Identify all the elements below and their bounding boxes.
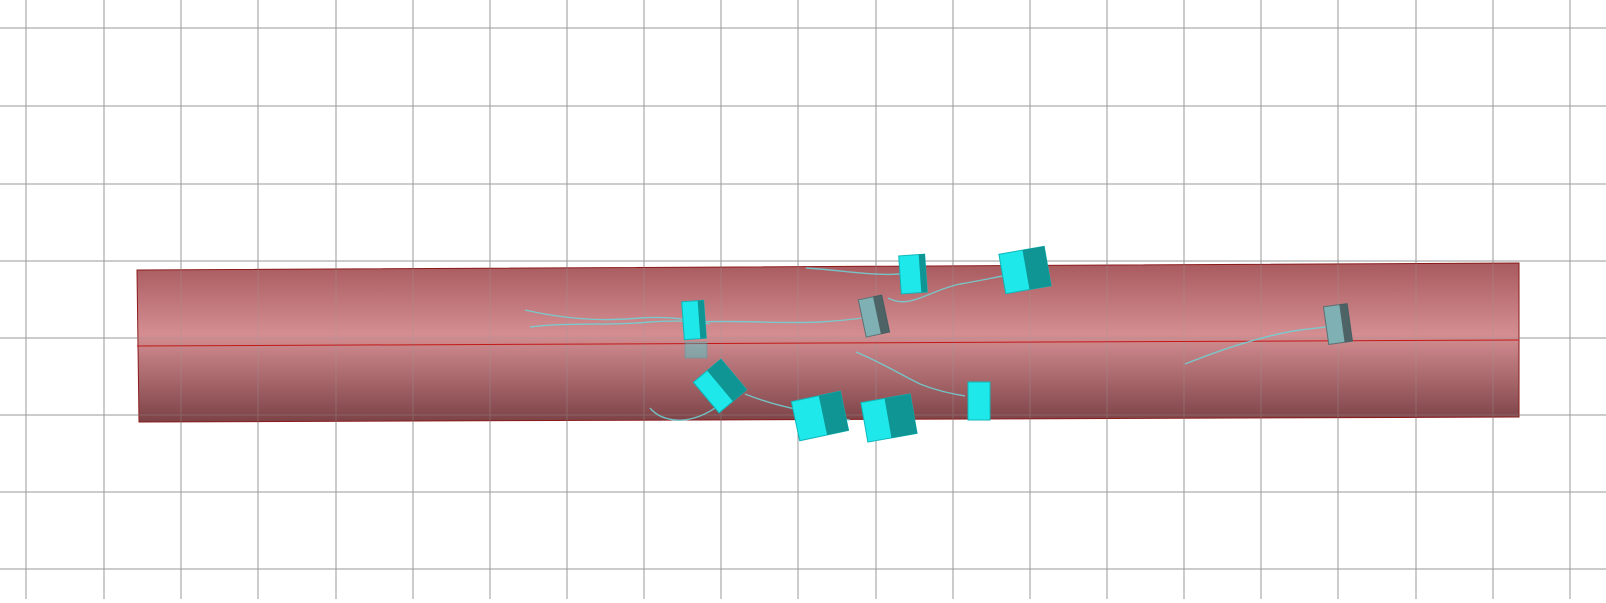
- particle-face: [684, 341, 708, 359]
- particle-trails: [524, 267, 1341, 421]
- particle-side-face: [697, 300, 707, 339]
- particles: [681, 245, 1354, 443]
- tube-axis-line: [136, 339, 1520, 347]
- particle-side-face: [884, 393, 918, 438]
- particle-box: [790, 390, 850, 442]
- particle-box: [684, 341, 708, 359]
- particle-side-face: [1339, 303, 1353, 343]
- particle-box: [998, 245, 1052, 295]
- particle-side-face: [818, 391, 849, 435]
- particle-side-face: [918, 254, 928, 293]
- particle-box: [898, 253, 928, 295]
- particle-box: [681, 299, 707, 341]
- particle-trail: [855, 351, 966, 397]
- particle-side-face: [1022, 246, 1052, 290]
- particle-box: [1322, 302, 1354, 346]
- particle-box: [967, 381, 991, 421]
- particle-side-face: [872, 294, 890, 334]
- particle-box: [860, 393, 918, 443]
- particle-box: [692, 358, 748, 414]
- particle-box: [857, 294, 891, 338]
- particle-trail: [887, 273, 1016, 303]
- particle-side-face: [707, 359, 747, 402]
- particle-trail: [805, 267, 901, 276]
- particle-face: [967, 381, 991, 421]
- particle-trail: [699, 315, 873, 324]
